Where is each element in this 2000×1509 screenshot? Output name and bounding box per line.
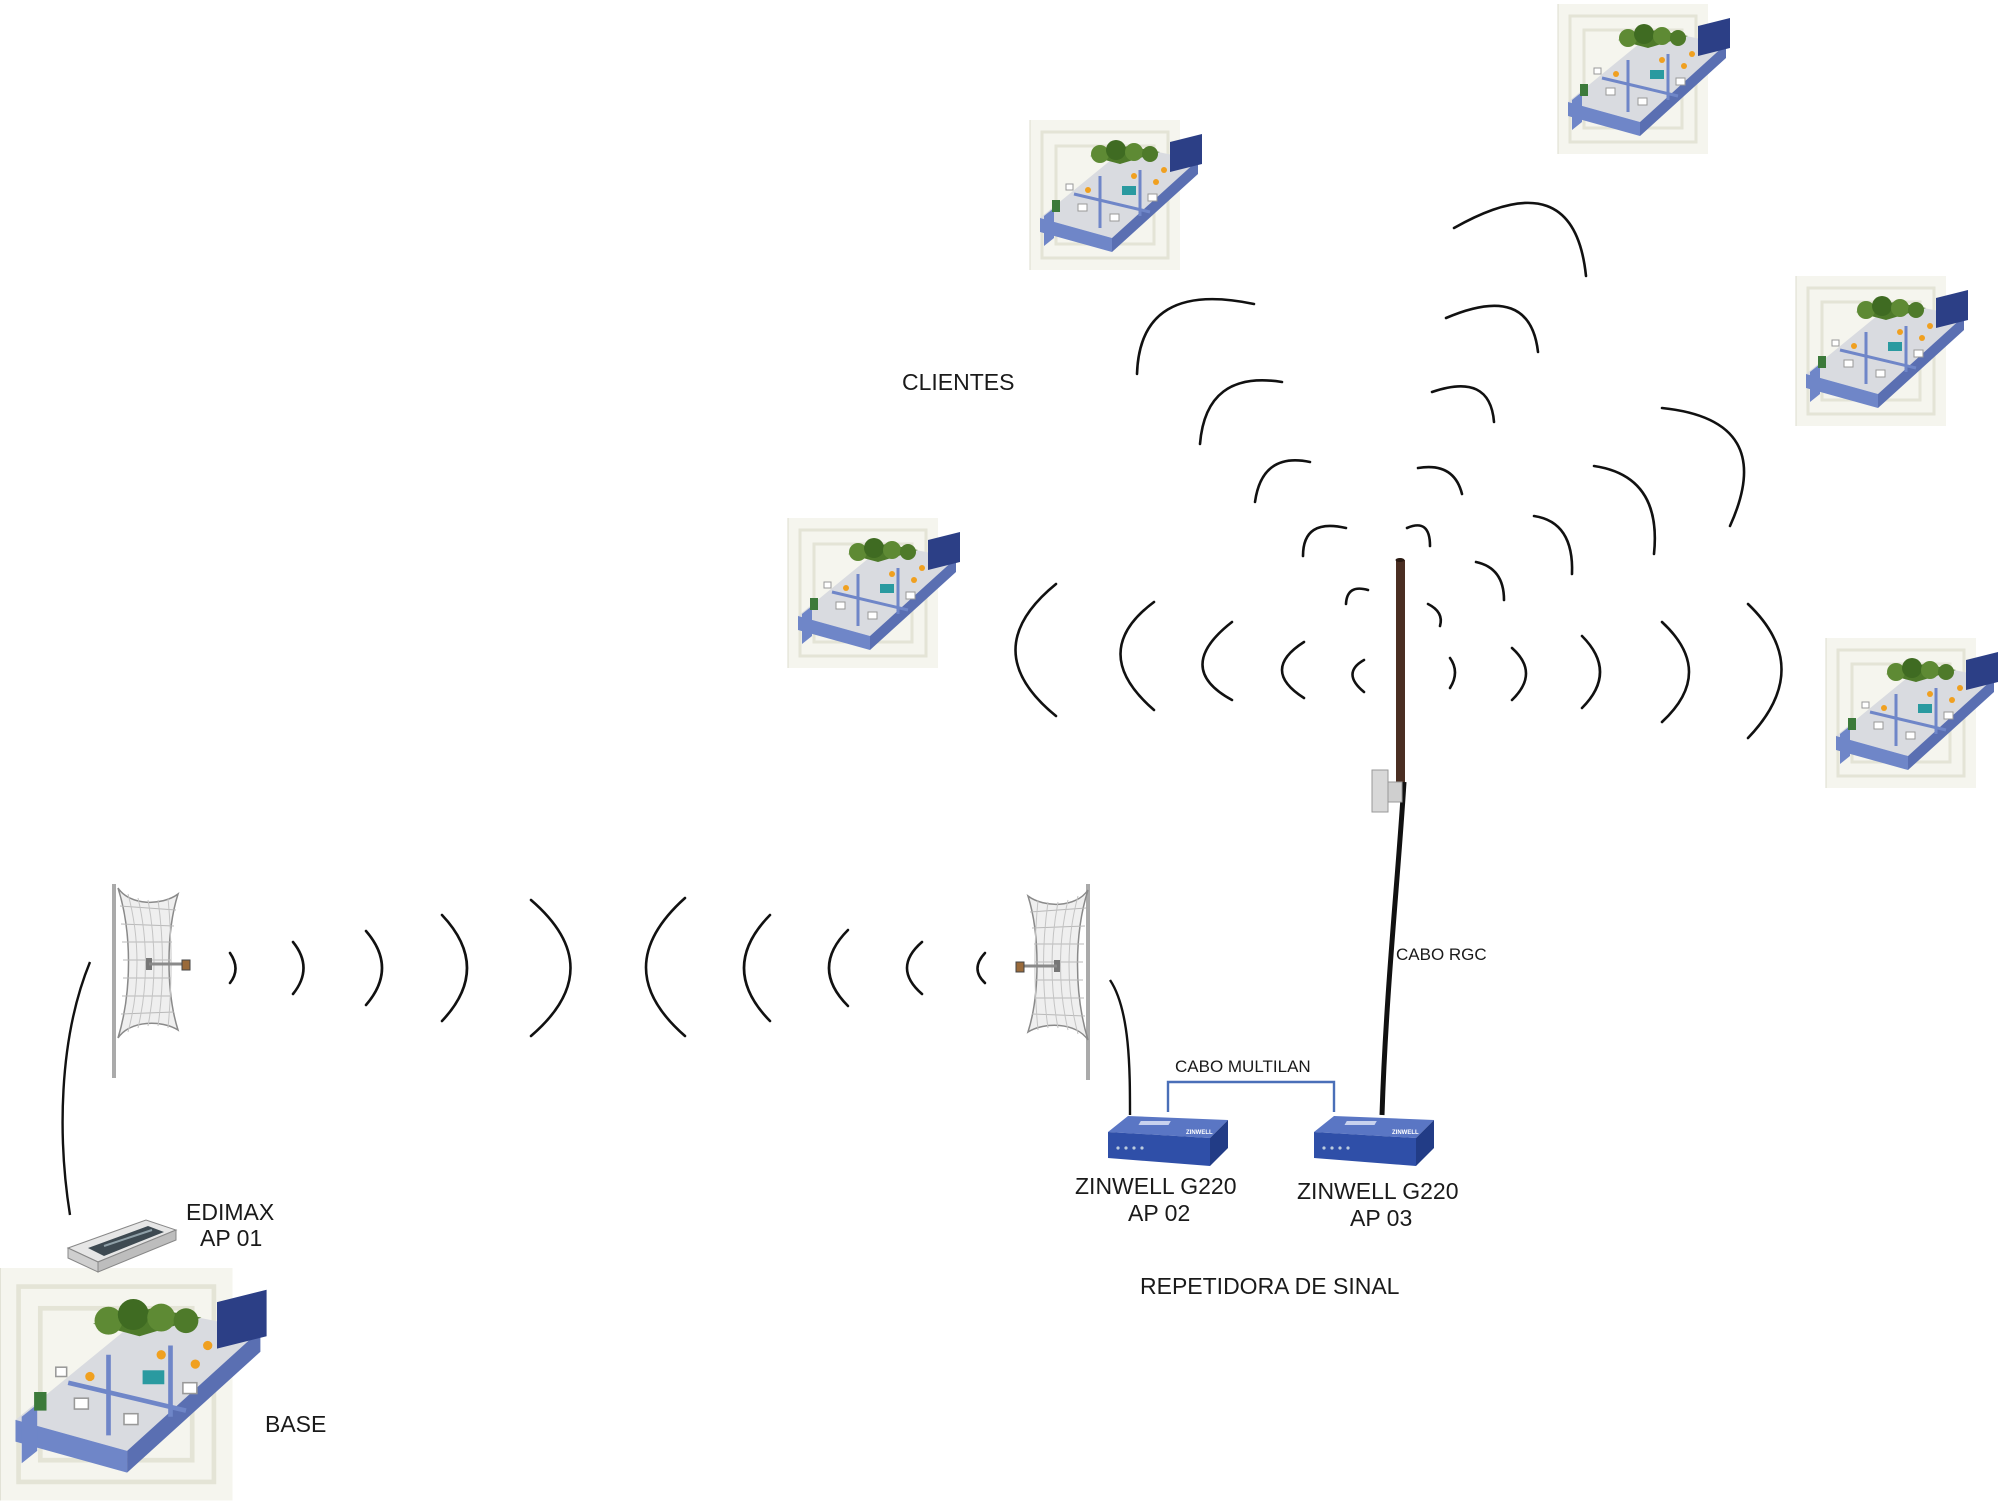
zinwell-ap02-name-label: ZINWELL G220: [1075, 1173, 1236, 1199]
base-label: BASE: [265, 1411, 326, 1437]
repetidora-label: REPETIDORA DE SINAL: [1140, 1273, 1400, 1299]
client-building-3: [1794, 274, 1970, 428]
cabo-multilan-label: CABO MULTILAN: [1175, 1057, 1311, 1076]
cabo-rgc-label: CABO RGC: [1396, 945, 1487, 964]
client-building-4: [786, 516, 962, 670]
edimax-ap-label: AP 01: [200, 1225, 262, 1251]
repeater-antenna-cable: [1109, 979, 1132, 1116]
link-signal-waves: [228, 896, 987, 1038]
base-grid-antenna: [112, 884, 192, 1078]
zinwell-ap03-ap-label: AP 03: [1350, 1205, 1412, 1231]
base-antenna-cable: [61, 961, 92, 1216]
client-building-5: [1824, 636, 2000, 790]
client-building-1: [1028, 118, 1204, 272]
edimax-name-label: EDIMAX: [186, 1199, 274, 1225]
omni-antenna: [1371, 558, 1405, 813]
zinwell-ap03-name-label: ZINWELL G220: [1297, 1178, 1458, 1204]
edimax-ap01-router: [67, 1219, 177, 1273]
client-building-2: [1556, 2, 1732, 156]
multilan-cable: [1166, 1080, 1336, 1112]
rgc-cable: [1379, 781, 1407, 1116]
broadcast-signal-waves: [1014, 201, 1783, 740]
zinwell-ap02-ap-label: AP 02: [1128, 1200, 1190, 1226]
clientes-label: CLIENTES: [902, 369, 1014, 395]
zinwell-ap02-router: [1108, 1116, 1228, 1166]
base-building: [0, 1268, 267, 1501]
repeater-grid-antenna: [1014, 884, 1090, 1080]
zinwell-ap03-router: [1314, 1116, 1434, 1166]
